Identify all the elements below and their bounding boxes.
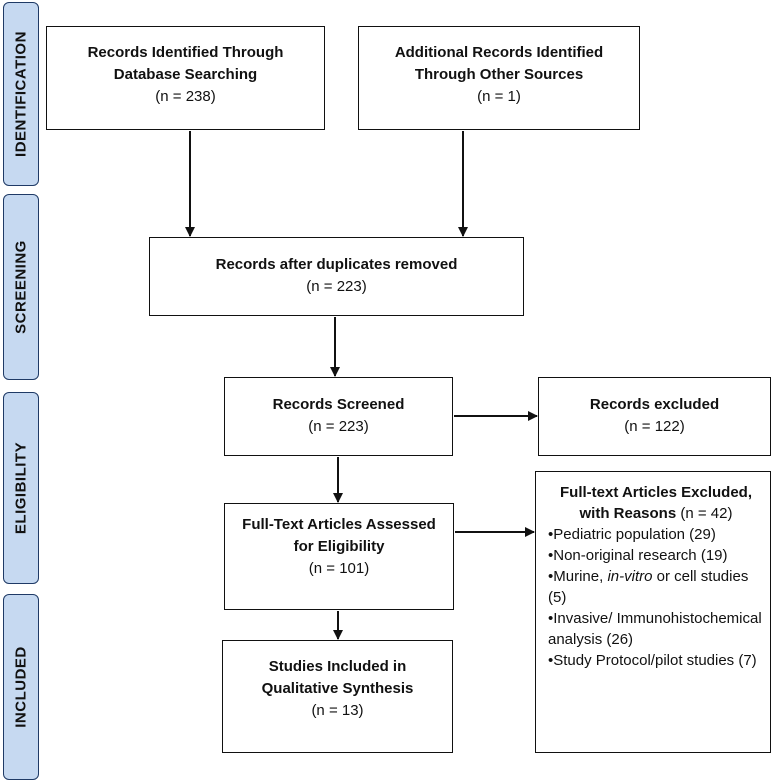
records-excluded-title: Records excluded	[589, 396, 720, 413]
full-text-title-1: Full-Text Articles Assessed	[242, 516, 436, 533]
records-database-count: (n = 238)	[155, 88, 216, 105]
reason-item-part: or cell studies (5)	[548, 568, 749, 606]
studies-included-count: (n = 13)	[311, 702, 364, 719]
reasons-count: (n = 42)	[680, 505, 733, 522]
full-text-assessed-box: Full-Text Articles Assessed for Eligibil…	[224, 503, 454, 610]
stage-eligibility: ELIGIBILITY	[3, 392, 39, 584]
reasons-title-2: with Reasons	[579, 505, 677, 522]
records-database-title-1: Records Identified Through	[87, 44, 284, 61]
studies-included-box: Studies Included in Qualitative Synthesi…	[222, 640, 453, 753]
full-text-count: (n = 101)	[308, 560, 370, 577]
reason-item-italic: in-vitro	[607, 568, 653, 585]
records-excluded-count: (n = 122)	[624, 418, 685, 435]
stage-included: INCLUDED	[3, 594, 39, 780]
records-other-title-2: Through Other Sources	[414, 66, 584, 83]
records-screened-title: Records Screened	[272, 396, 405, 413]
records-excluded-box: Records excluded (n = 122)	[538, 377, 771, 456]
records-other-title-1: Additional Records Identified	[394, 44, 604, 61]
duplicates-removed-title: Records after duplicates removed	[215, 256, 458, 273]
duplicates-removed-count: (n = 223)	[306, 278, 367, 295]
full-text-title-2: for Eligibility	[293, 538, 385, 555]
reason-item: •Invasive/ Immunohistochemical analysis …	[548, 610, 762, 648]
records-other-count: (n = 1)	[477, 88, 521, 105]
studies-included-title-1: Studies Included in	[268, 658, 407, 675]
reason-item: •Study Protocol/pilot studies (7)	[548, 652, 757, 669]
reasons-title-1: Full-text Articles Excluded,	[560, 484, 752, 501]
reasons-heading: Full-text Articles Excluded, with Reason…	[548, 482, 764, 524]
reason-item-part: •Murine,	[548, 568, 608, 585]
records-database-title-2: Database Searching	[113, 66, 258, 83]
reason-item: •Pediatric population (29)	[548, 526, 716, 543]
full-text-excluded-box: Full-text Articles Excluded, with Reason…	[535, 471, 771, 753]
stage-screening: SCREENING	[3, 194, 39, 380]
records-other-sources-box: Additional Records Identified Through Ot…	[358, 26, 640, 130]
records-screened-count: (n = 223)	[308, 418, 369, 435]
records-screened-box: Records Screened (n = 223)	[224, 377, 453, 456]
studies-included-title-2: Qualitative Synthesis	[261, 680, 414, 697]
duplicates-removed-box: Records after duplicates removed (n = 22…	[149, 237, 524, 316]
records-database-box: Records Identified Through Database Sear…	[46, 26, 325, 130]
reason-item: •Non-original research (19)	[548, 547, 728, 564]
reasons-list: •Pediatric population (29) •Non-original…	[548, 524, 764, 671]
reason-item: •Murine, in-vitro or cell studies (5)	[548, 566, 764, 608]
stage-identification: IDENTIFICATION	[3, 2, 39, 186]
